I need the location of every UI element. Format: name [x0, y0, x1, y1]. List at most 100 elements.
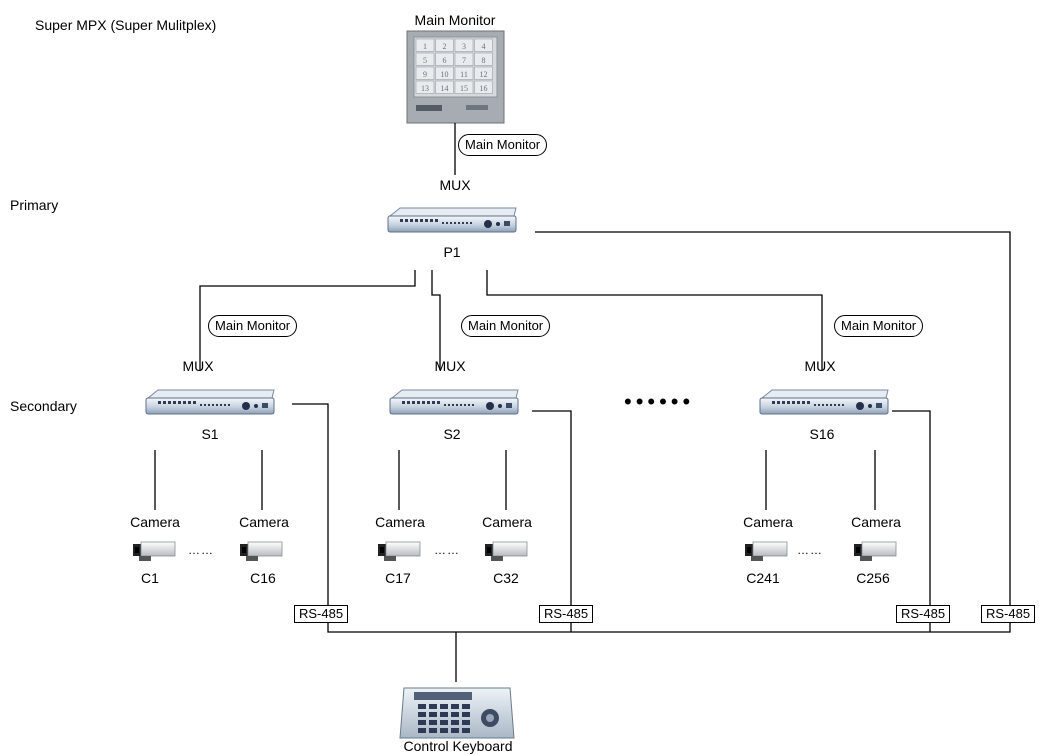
tier-label-primary: Primary — [10, 197, 59, 213]
unit-name-primary: P1 — [443, 244, 461, 260]
mux-primary-device — [387, 207, 517, 233]
keyboard-key — [429, 720, 437, 725]
camera-label: Camera — [482, 514, 532, 530]
monitor-cell-number: 15 — [460, 84, 468, 93]
camera-id-c32: C32 — [493, 570, 519, 586]
monitor-cell — [435, 52, 454, 66]
keyboard-key — [462, 712, 470, 717]
mux-label-s2: MUX — [434, 358, 466, 374]
keyboard-key — [440, 728, 448, 733]
keyboard-key — [418, 712, 426, 717]
monitor-cell-number: 5 — [423, 56, 427, 65]
link-label-main-monitor-s2: Main Monitor — [461, 315, 551, 337]
monitor-cell — [435, 38, 454, 52]
monitor-cell — [454, 52, 474, 66]
monitor-cell-number: 10 — [441, 70, 449, 79]
mux-s2-device — [389, 389, 519, 415]
monitor-cell-number: 6 — [443, 56, 447, 65]
monitor-cell-number: 8 — [482, 56, 486, 65]
camera-c32-icon — [484, 541, 528, 562]
unit-name-s2: S2 — [443, 426, 461, 442]
monitor-cell — [474, 66, 493, 80]
rs485-label-s16: RS-485 — [896, 605, 951, 623]
monitor-cell-number: 14 — [441, 84, 449, 93]
mux-s1-device — [145, 389, 275, 415]
keyboard-key — [451, 720, 459, 725]
monitor-cell — [415, 52, 435, 66]
camera-label: Camera — [851, 514, 901, 530]
keyboard-key — [429, 712, 437, 717]
monitor-cell-number: 1 — [423, 42, 427, 51]
camera-id-c256: C256 — [856, 570, 890, 586]
keyboard-key — [440, 720, 448, 725]
keyboard-key — [418, 704, 426, 709]
camera-id-c17: C17 — [385, 570, 411, 586]
ellipsis-more-units: •••••• — [624, 389, 695, 414]
camera-c1-icon — [132, 541, 176, 562]
camera-c256-icon — [853, 541, 897, 562]
monitor-cell — [454, 66, 474, 80]
ellipsis-cameras-s16: …… — [797, 543, 823, 557]
link-label-main-monitor-s16: Main Monitor — [834, 315, 924, 337]
mux-label-s1: MUX — [182, 358, 214, 374]
monitor-cell-number: 13 — [421, 84, 429, 93]
keyboard-key — [440, 712, 448, 717]
monitor-cell — [415, 38, 435, 52]
rs485-label-s2: RS-485 — [539, 605, 594, 623]
mux-label-s16: MUX — [804, 358, 836, 374]
monitor-cell-number: 11 — [460, 70, 468, 79]
keyboard-key — [451, 728, 459, 733]
keyboard-key — [440, 704, 448, 709]
control-keyboard-label: Control Keyboard — [403, 738, 513, 754]
unit-name-s1: S1 — [201, 426, 219, 442]
monitor-cell — [454, 38, 474, 52]
camera-id-c1: C1 — [141, 570, 159, 586]
connection-lines — [154, 123, 1011, 682]
camera-c241-icon — [744, 541, 788, 562]
link-label-main-monitor-s1: Main Monitor — [208, 315, 298, 337]
camera-label: Camera — [239, 514, 289, 530]
mux-label-primary: MUX — [439, 177, 471, 193]
keyboard-key — [451, 704, 459, 709]
keyboard-key — [462, 720, 470, 725]
monitor-cell-number: 9 — [423, 70, 427, 79]
monitor-cell-number: 7 — [462, 56, 466, 65]
monitor-cell — [435, 66, 454, 80]
keyboard-key — [418, 728, 426, 733]
main-monitor-label: Main Monitor — [414, 12, 496, 28]
unit-name-s16: S16 — [809, 426, 835, 442]
rs485-label-primary: RS-485 — [981, 605, 1036, 623]
camera-label: Camera — [375, 514, 425, 530]
rs485-label-s1: RS-485 — [294, 605, 349, 623]
keyboard-key — [429, 728, 437, 733]
keyboard-key — [429, 704, 437, 709]
monitor-cell — [474, 38, 493, 52]
camera-id-c241: C241 — [746, 570, 780, 586]
monitor-cell-number: 4 — [482, 42, 486, 51]
monitor-cell-number: 3 — [462, 42, 466, 51]
monitor-cell-number: 16 — [480, 84, 488, 93]
mux-s16-device — [759, 389, 889, 415]
tier-label-secondary: Secondary — [10, 398, 77, 414]
monitor-cell-number: 12 — [480, 70, 488, 79]
monitor-cell — [415, 66, 435, 80]
keyboard-key — [418, 720, 426, 725]
monitor-cell-number: 2 — [443, 42, 447, 51]
ellipsis-cameras-s1: …… — [188, 543, 214, 557]
camera-label: Camera — [130, 514, 180, 530]
monitor-cell — [474, 80, 493, 94]
keyboard-key — [451, 712, 459, 717]
control-keyboard-image — [399, 687, 515, 739]
camera-id-c16: C16 — [250, 570, 276, 586]
camera-c17-icon — [377, 541, 421, 562]
diagram-title: Super MPX (Super Mulitplex) — [35, 17, 217, 33]
monitor-cell — [435, 80, 454, 94]
camera-label: Camera — [743, 514, 793, 530]
keyboard-key — [462, 704, 470, 709]
monitor-cell — [454, 80, 474, 94]
keyboard-key — [462, 728, 470, 733]
monitor-cell — [415, 80, 435, 94]
link-label-main-monitor-primary: Main Monitor — [458, 134, 548, 156]
